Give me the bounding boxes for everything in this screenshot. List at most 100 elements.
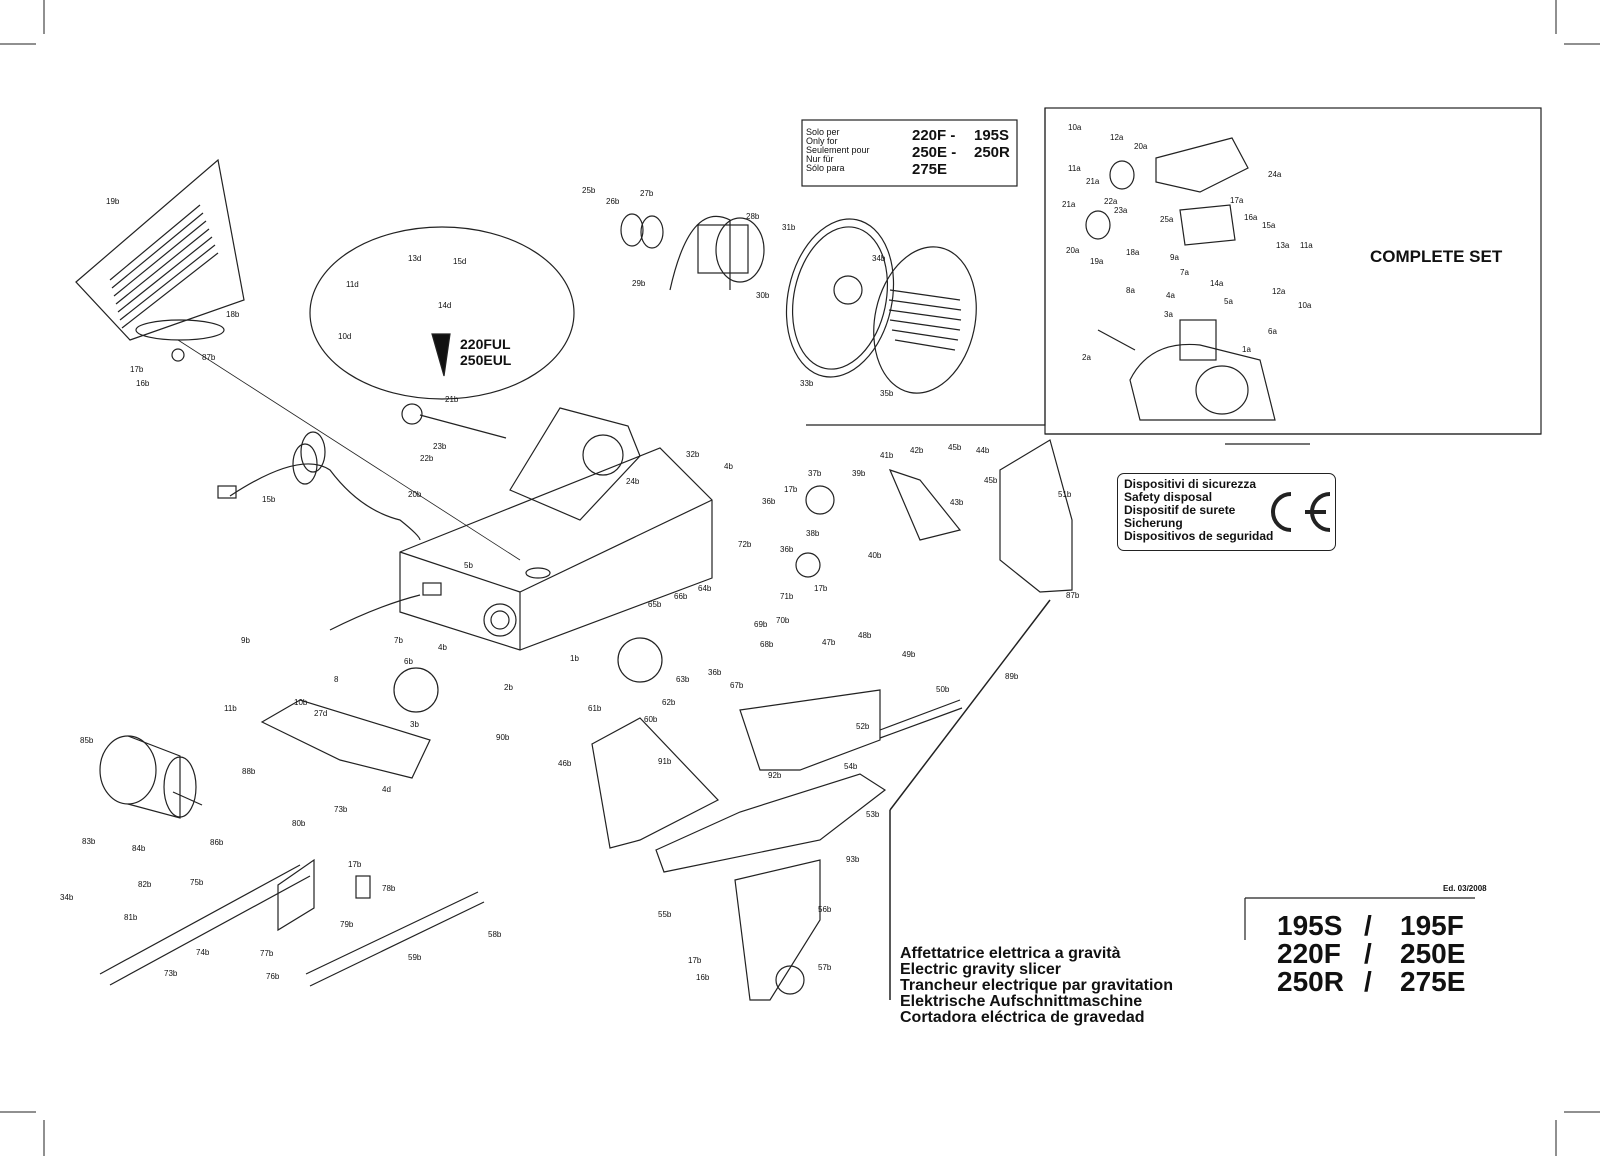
part-label: 4d bbox=[382, 785, 391, 794]
part-label: 17b bbox=[348, 860, 362, 869]
part-label: 19a bbox=[1090, 257, 1104, 266]
solo-box-frame bbox=[801, 119, 1018, 187]
solo-lang-1: Only for bbox=[806, 136, 838, 146]
complete-set-title: COMPLETE SET bbox=[1370, 247, 1503, 266]
part-label: 21b bbox=[445, 395, 459, 404]
part-label: 78b bbox=[382, 884, 396, 893]
part-label: 90b bbox=[496, 733, 510, 742]
part-label: 48b bbox=[858, 631, 872, 640]
part-label: 1b bbox=[570, 654, 579, 663]
part-label: 66b bbox=[674, 592, 688, 601]
part-label: 42b bbox=[910, 446, 924, 455]
part-label: 15d bbox=[453, 257, 466, 266]
part-label: 33b bbox=[800, 379, 814, 388]
part-label: 4b bbox=[438, 643, 447, 652]
part-label: 71b bbox=[780, 592, 794, 601]
model-r1-sep: / bbox=[1364, 910, 1372, 941]
product-title-0: Affettatrice elettrica a gravità bbox=[900, 945, 1121, 962]
part-label: 11a bbox=[1068, 164, 1081, 173]
part-label: 25a bbox=[1160, 215, 1174, 224]
solo-row1-right: 195S bbox=[974, 127, 1010, 144]
part-label: 80b bbox=[292, 819, 306, 828]
part-label: 53b bbox=[866, 810, 880, 819]
part-label: 87b bbox=[1066, 591, 1080, 600]
main-body bbox=[399, 407, 713, 651]
part-label: 82b bbox=[138, 880, 152, 889]
part-label: 45b bbox=[948, 443, 962, 452]
part-label: 35b bbox=[880, 389, 894, 398]
part-label: 5b bbox=[464, 561, 473, 570]
part-label: 36b bbox=[762, 497, 776, 506]
part-label: 46b bbox=[558, 759, 572, 768]
part-label: 92b bbox=[768, 771, 782, 780]
part-label: 17b bbox=[814, 584, 828, 593]
part-label: 5a bbox=[1224, 297, 1233, 306]
model-r2-a: 220F bbox=[1277, 938, 1341, 969]
part-label: 10a bbox=[1068, 123, 1082, 132]
product-title-3: Elektrische Aufschnittmaschine bbox=[900, 993, 1143, 1010]
part-label: 77b bbox=[260, 949, 274, 958]
part-label: 23a bbox=[1114, 206, 1128, 215]
part-label: 62b bbox=[662, 698, 676, 707]
part-label: 31b bbox=[782, 223, 796, 232]
part-label: 2a bbox=[1082, 353, 1091, 362]
blade-and-guard bbox=[785, 218, 977, 394]
part-label: 60b bbox=[644, 715, 658, 724]
safety-line-4: Dispositivos de seguridad bbox=[1124, 529, 1274, 543]
model-r3-b: 275E bbox=[1400, 966, 1466, 997]
inset-arrow bbox=[431, 333, 451, 377]
part-label: 75b bbox=[190, 878, 204, 887]
part-label: 27b bbox=[640, 189, 654, 198]
model-r2-sep: / bbox=[1364, 938, 1372, 969]
part-label: 14a bbox=[1210, 279, 1224, 288]
knob-and-cable bbox=[217, 403, 507, 631]
part-label: 76b bbox=[266, 972, 280, 981]
part-label: 36b bbox=[780, 545, 794, 554]
model-r2-b: 250E bbox=[1400, 938, 1466, 969]
part-label: 63b bbox=[676, 675, 690, 684]
part-label: 65b bbox=[648, 600, 662, 609]
part-label: 32b bbox=[686, 450, 700, 459]
part-label: 74b bbox=[196, 948, 210, 957]
part-label: 87b bbox=[202, 353, 216, 362]
part-label: 9a bbox=[1170, 253, 1179, 262]
part-label: 20a bbox=[1134, 142, 1148, 151]
part-label: 17b bbox=[784, 485, 798, 494]
part-label: 13a bbox=[1276, 241, 1290, 250]
part-label: 43b bbox=[950, 498, 964, 507]
solo-lang-4: Sólo para bbox=[806, 163, 845, 173]
ce-mark bbox=[1271, 492, 1331, 532]
inset-label-1: 250EUL bbox=[460, 352, 512, 368]
part-label: 88b bbox=[242, 767, 256, 776]
pulley-assembly bbox=[620, 213, 765, 291]
part-label: 3a bbox=[1164, 310, 1173, 319]
motor bbox=[99, 735, 203, 819]
model-r1-b: 195F bbox=[1400, 910, 1464, 941]
product-title-2: Trancheur electrique par gravitation bbox=[900, 977, 1173, 994]
part-label: 40b bbox=[868, 551, 882, 560]
solo-box: Solo per Only for Seulement pour Nur für… bbox=[802, 120, 1017, 186]
part-label: 20b bbox=[408, 490, 422, 499]
part-label: 2b bbox=[504, 683, 513, 692]
part-label: 51b bbox=[1058, 490, 1072, 499]
part-label: 50b bbox=[936, 685, 950, 694]
part-label: 17b bbox=[130, 365, 144, 374]
product-title-1: Electric gravity slicer bbox=[900, 961, 1061, 978]
part-label: 10b bbox=[294, 698, 308, 707]
safety-line-1: Safety disposal bbox=[1124, 490, 1213, 504]
part-label: 70b bbox=[776, 616, 790, 625]
part-label: 14d bbox=[438, 301, 451, 310]
complete-set-drawing bbox=[1085, 137, 1276, 421]
part-label: 8 bbox=[334, 675, 339, 684]
part-label: 16b bbox=[696, 973, 710, 982]
part-label: 85b bbox=[80, 736, 94, 745]
part-label: 7b bbox=[394, 636, 403, 645]
part-label: 91b bbox=[658, 757, 672, 766]
inset-ellipse bbox=[309, 226, 575, 400]
part-label: 10d bbox=[338, 332, 351, 341]
part-label: 69b bbox=[754, 620, 768, 629]
part-label: 23b bbox=[433, 442, 447, 451]
part-label: 6b bbox=[404, 657, 413, 666]
